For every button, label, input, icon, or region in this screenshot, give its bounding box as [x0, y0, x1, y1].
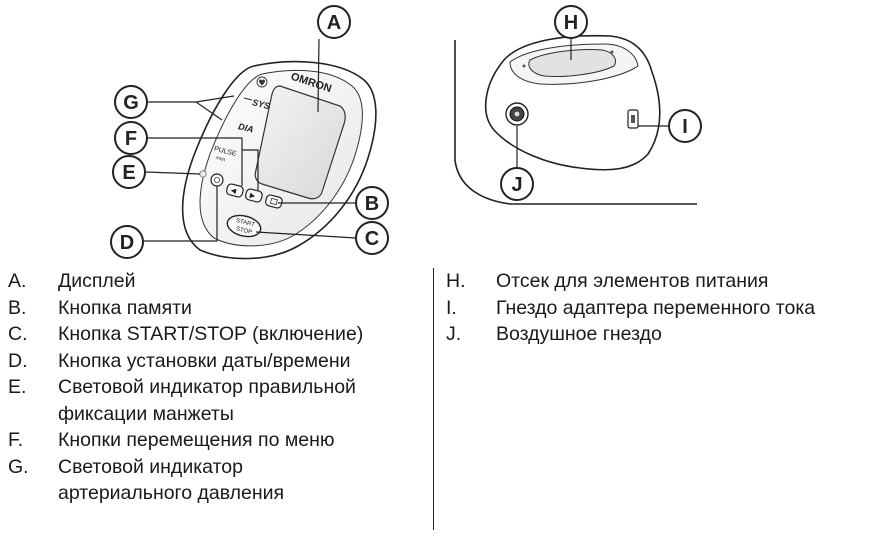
callout-d: D: [110, 225, 144, 259]
battery-screw-2: [610, 50, 614, 54]
legend-letter: A.: [8, 270, 27, 292]
legend-item-g: G. Световой индикатор артериального давл…: [8, 454, 428, 507]
legend-letter: B.: [8, 296, 27, 319]
battery-screw-1: [522, 64, 526, 68]
legend-text: Световой индикатор правильной: [58, 376, 356, 398]
table-surface: [454, 40, 697, 205]
menu-left-arrow-icon: ◀: [230, 187, 238, 195]
legend-letter: H.: [446, 270, 466, 292]
cuff-wrap-indicator-light: [199, 170, 207, 178]
heart-badge-icon: [256, 76, 268, 88]
display-screen: [254, 85, 346, 200]
sys-tick: [243, 97, 253, 101]
svg-text:D: D: [120, 232, 134, 254]
legend-letter: G.: [8, 455, 29, 478]
svg-text:F: F: [125, 128, 137, 150]
legend-letter: C.: [8, 323, 28, 345]
legend-text: Кнопка установки даты/времени: [58, 349, 351, 372]
callout-f: F: [114, 121, 148, 155]
menu-right-button[interactable]: [245, 188, 263, 203]
start-stop-button[interactable]: [225, 212, 263, 240]
legend-right: H. Отсек для элементов питания I. Гнездо…: [446, 268, 866, 348]
callout-a: A: [317, 5, 351, 39]
back-view: [454, 34, 697, 205]
svg-text:I: I: [682, 116, 688, 138]
front-view: OMRON SYS DIA PULSE /min ◀ ▶ START STOP: [142, 38, 377, 260]
legend-text: Кнопка START/STOP (включение): [58, 323, 364, 345]
battery-compartment: [528, 49, 616, 77]
legend-item-a: A. Дисплей: [8, 268, 428, 295]
callout-c: C: [355, 221, 389, 255]
legend-letter: E.: [8, 376, 27, 398]
ac-adapter-jack-pin: [631, 115, 635, 123]
svg-text:B: B: [365, 193, 379, 215]
legend-item-c: C. Кнопка START/STOP (включение): [8, 321, 428, 348]
legend-letter: I.: [446, 296, 457, 319]
sys-label: SYS: [251, 97, 271, 111]
legend-item-f: F. Кнопки перемещения по меню: [8, 427, 428, 454]
callout-h: H: [554, 5, 588, 39]
legend-item-e: E. Световой индикатор правильной фиксаци…: [8, 374, 428, 427]
callout-markers: A G F E D B C H: [110, 5, 702, 259]
svg-text:A: A: [327, 12, 341, 34]
legend-text: Световой индикатор: [58, 455, 243, 478]
device-diagram: OMRON SYS DIA PULSE /min ◀ ▶ START STOP: [110, 5, 702, 260]
dia-label: DIA: [237, 121, 254, 134]
legend-item-d: D. Кнопка установки даты/времени: [8, 348, 428, 375]
legend-item-b: B. Кнопка памяти: [8, 295, 428, 322]
legend-letter: J.: [446, 323, 462, 345]
legend-text: Кнопка памяти: [58, 296, 192, 319]
air-jack-hole: [514, 111, 520, 117]
legend-left: A. Дисплей B. Кнопка памяти C. Кнопка ST…: [8, 268, 428, 507]
menu-left-button[interactable]: [226, 183, 244, 198]
start-label: START: [235, 218, 255, 229]
date-time-button-inner: [213, 176, 220, 183]
legend-text: Воздушное гнездо: [496, 323, 662, 345]
legend-text: Дисплей: [58, 270, 136, 292]
menu-right-arrow-icon: ▶: [249, 192, 257, 200]
leader-lines-front: [142, 38, 357, 242]
svg-text:E: E: [122, 162, 135, 184]
callout-i: I: [668, 109, 702, 143]
svg-text:G: G: [123, 92, 139, 114]
callout-b: B: [355, 186, 389, 220]
leader-lines-back: [516, 39, 670, 168]
date-time-button[interactable]: [210, 173, 224, 187]
stop-label: STOP: [235, 226, 252, 236]
legend-item-j: J. Воздушное гнездо: [446, 321, 866, 348]
memory-icon: [269, 197, 278, 206]
callout-j: J: [500, 167, 534, 201]
legend-letter: F.: [8, 429, 24, 451]
svg-text:C: C: [365, 228, 379, 250]
svg-text:J: J: [511, 174, 522, 196]
legend-text: Гнездо адаптера переменного тока: [496, 296, 816, 319]
legend-text-line2: артериального давления: [58, 482, 285, 504]
legend-text-line2: фиксации манжеты: [58, 402, 234, 425]
callout-g: G: [114, 85, 148, 119]
legend-letter: D.: [8, 349, 28, 372]
svg-text:H: H: [564, 12, 578, 34]
legend-text: Отсек для элементов питания: [496, 270, 769, 292]
pulse-unit: /min: [215, 155, 226, 163]
callout-e: E: [112, 155, 146, 189]
legend-divider: [433, 268, 434, 530]
legend-text: Кнопки перемещения по меню: [58, 429, 335, 451]
legend-item-i: I. Гнездо адаптера переменного тока: [446, 295, 866, 322]
legend-item-h: H. Отсек для элементов питания: [446, 268, 866, 295]
